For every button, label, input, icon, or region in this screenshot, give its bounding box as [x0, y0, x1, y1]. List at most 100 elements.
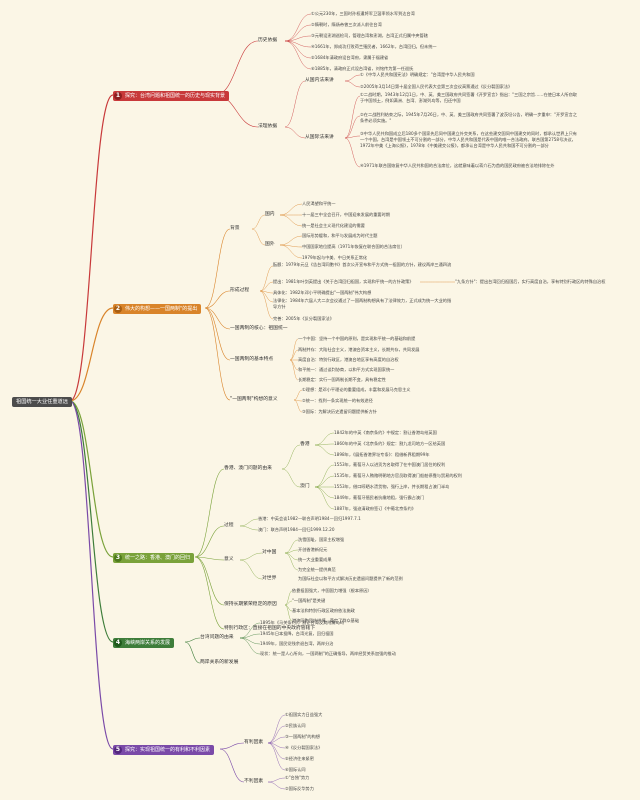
topic-4-label: 海峡两岸关系的发展: [125, 640, 171, 646]
connector-line: [289, 359, 299, 371]
connector-line: [284, 604, 293, 622]
t3-stability-item: 基本法和特别行政区政府依法施政: [292, 608, 355, 613]
t1-history-item: ①公元230年，三国时孙权遣将军卫温率领水军到达台湾: [311, 11, 415, 16]
connector-line: [344, 80, 361, 88]
t1-history-item: ③元朝设澎湖巡检司，管理台湾和澎湖，台湾正式归属中央管辖: [311, 33, 428, 38]
connector-line: [251, 228, 266, 246]
connector-line: [284, 24, 312, 42]
connector-line: [194, 468, 225, 558]
topic-1-number: 1: [114, 92, 122, 100]
t3-hongkong: 香港: [300, 442, 310, 447]
t2-intl-item: 中国国家地位提高（1971年恢复在联合国的合法席位）: [302, 244, 405, 249]
t3-sar: 特别行政区：直接在祖国的中央政府管辖下: [224, 626, 316, 631]
t2-significance: "一国两制"构想的意义: [230, 397, 278, 402]
t5-favorable-item: ④《反分裂国家法》: [285, 745, 323, 750]
t5-unfavorable-item: ②国际反华势力: [285, 786, 314, 791]
connector-line: [267, 742, 286, 771]
connector-line: [69, 307, 114, 402]
connector-line: [279, 203, 303, 216]
t2-basic-item: 两制并存：大陆社会主义，港澳台资本主义，长期共存，共同发展: [298, 347, 420, 352]
topic-5: 5 探究：实现祖国统一的有利和不利因素: [113, 745, 215, 755]
topic-2-label: 伟大的构想——一国两制"的提出: [125, 306, 198, 312]
t5-favorable-item: ②民族认同: [285, 723, 306, 728]
t3-meaning-china: 对中国: [262, 550, 277, 555]
t2-formation-item: 具体化：1982年邓小平明确提出"一国两制"伟大构想: [273, 290, 372, 295]
t2-significance-item: ②统一：找到一条实现统一的有效途径: [302, 398, 373, 403]
t1-history-item: ⑤1684年清政府设台湾府，隶属于福建省: [311, 55, 389, 60]
t2-intl: 国外: [265, 242, 275, 247]
t4-new-development: 两岸关系的新发展: [200, 660, 239, 665]
topic-1: 1 探究：台湾问题和祖国统一的历史与现实背景: [113, 91, 230, 101]
topic-2-number: 2: [114, 305, 122, 313]
t3-hongkong-item: 1898年，《展拓香港界址专条》：租借新界租期99年: [334, 452, 430, 457]
t4-origin-item: 1949年，国民党残余退台湾，两岸分治: [260, 641, 334, 646]
t2-significance-item: ③国际：为解决历史遗留问题提供新方针: [302, 409, 377, 414]
topic-2: 2 伟大的构想——一国两制"的提出: [113, 304, 202, 314]
connector-line: [267, 777, 286, 783]
connector-line: [184, 641, 201, 664]
connector-line: [204, 307, 231, 330]
connector-line: [289, 359, 299, 381]
connector-line: [314, 486, 335, 499]
t3-macau-item: 1553年，葡萄牙人以进贡为名取得了在中国澳门居住的权利: [334, 462, 446, 467]
connector-line: [267, 736, 286, 744]
connector-line: [204, 228, 231, 309]
t1-law-domestic-item: ②2005年3月14日第十届全国人民代表大会第三次会议高票通过《反分裂国家法》: [360, 84, 513, 89]
t5-favorable-item: ③一国两制"的构想: [285, 734, 320, 739]
connector-line: [69, 400, 114, 750]
connector-line: [289, 338, 299, 361]
connector-line: [267, 714, 286, 744]
topic-3: 3 统一之路：香港、澳门的回归: [113, 553, 195, 563]
connector-line: [259, 265, 274, 292]
t2-domestic: 国内: [265, 212, 275, 217]
connector-line: [314, 444, 335, 456]
t2-formation-item: 法律化：1984年六届人大二次会议通过了一国两制构想具有了法律效力，正式成为统一…: [273, 298, 452, 309]
connector-line: [344, 115, 361, 139]
connector-line: [239, 637, 261, 655]
t5-favorable-item: ⑥国际认同: [285, 767, 306, 772]
connector-line: [259, 290, 274, 320]
connector-line: [239, 525, 259, 531]
t5-favorable-item: ⑤经济往来紧密: [285, 756, 314, 761]
t1-law-intl-item: ④1971年联合国恢复中华人民共和国的合法席位，这就意味着以蒋介石为首的国民政府…: [360, 163, 555, 168]
topic-3-number: 3: [114, 554, 122, 562]
connector-line: [204, 307, 231, 401]
t3-meaning-china-item: 开创香港新纪元: [298, 547, 328, 552]
connector-line: [344, 137, 361, 168]
t5-unfavorable: 不利因素: [244, 779, 264, 784]
connector-line: [194, 556, 225, 561]
connector-line: [284, 40, 312, 70]
t2-core: 一国两制的核心：祖国统一: [230, 326, 288, 331]
t1-law-intl-item: ③中华人民共和国成立后180多个国家先后同中国建立外交关系，在这些建交国同中国建…: [360, 131, 577, 148]
t2-formation-item: 提出：1981年叶剑英提出《关于台湾回归祖国，实现和平统一的方针政策》: [273, 279, 414, 284]
connector-line: [284, 552, 299, 571]
connector-line: [194, 556, 225, 630]
t4-origin-item: 1895年《马关条约》，割让台湾及其附属岛屿: [260, 620, 344, 625]
connector-line: [267, 781, 286, 790]
t3-stability: 保持长期繁荣稳定的原因: [224, 602, 277, 607]
topic-3-label: 统一之路：香港、澳门的回归: [125, 555, 191, 561]
t1-law-intl: 从国际法来讲: [305, 135, 334, 140]
connector-line: [219, 742, 245, 750]
connector-line: [69, 94, 114, 402]
connector-line: [281, 444, 301, 470]
connector-line: [259, 281, 274, 292]
connector-line: [344, 135, 361, 139]
t3-macau-item: 1887年，强迫清政府签订《中葡北京条约》: [334, 506, 416, 511]
connector-line: [284, 539, 299, 554]
t4-origin-item: 现状：统一是人心所向，一国两制"的正确指导，两岸经贸关系加强的推动: [260, 651, 396, 656]
connector-line: [239, 622, 261, 639]
connector-line: [239, 552, 263, 561]
t2-intl-item: 国际形势缓和，和平与发展成为时代主题: [302, 233, 378, 238]
t1-history-item: ⑥1885年，清政府正式设台湾省，刘铭传为第一任巡抚: [311, 66, 414, 71]
connector-line: [284, 549, 299, 554]
t2-formation-side-note: "九条方针"：提出台湾回归祖国后，实行高度自治，享有特别行政区的特殊自治权: [455, 279, 606, 284]
connector-line: [69, 400, 114, 558]
t2-basic-item: 高度自治：特别行政区，港澳台地区享有高度的自治权: [298, 357, 399, 362]
connector-line: [279, 244, 303, 259]
connector-line: [279, 214, 303, 227]
t3-stability-item: 港澳同胞团结拼搏，奠定了群众基础: [292, 618, 360, 623]
t2-formation-item: 酝酿：1979年元旦《告台湾同胞书》首次公开宣布和平方式统一祖国的方针，建议两岸…: [273, 262, 452, 267]
t5-favorable: 有利因素: [244, 740, 264, 745]
topic-5-label: 探究：实现祖国统一的有利和不利因素: [125, 747, 211, 753]
